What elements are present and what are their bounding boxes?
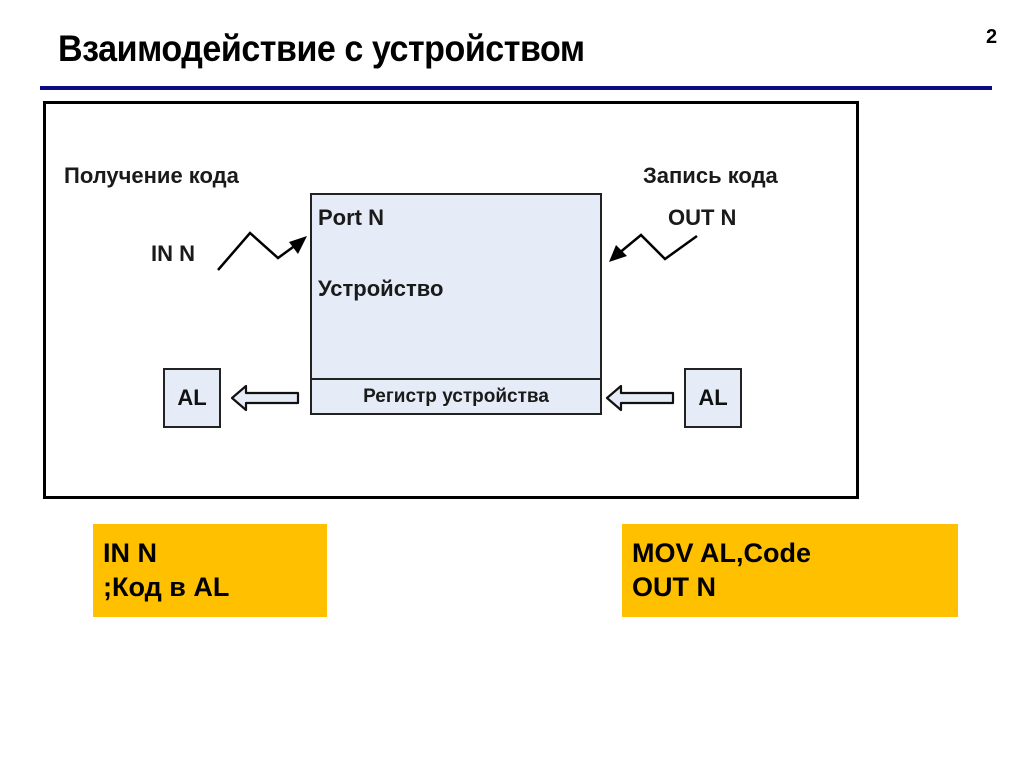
in-instruction-label: IN N <box>151 241 195 266</box>
block-arrow-left-icon <box>230 384 300 412</box>
write-code-heading: Запись кода <box>643 163 778 188</box>
left-al-register: AL <box>163 368 221 428</box>
device-register-label: Регистр устройства <box>363 385 549 407</box>
device-box: Port N Устройство Регистр устройства <box>310 193 602 415</box>
right-al-register: AL <box>684 368 742 428</box>
device-label: Устройство <box>318 276 444 301</box>
out-code-line-1: MOV AL,Code <box>632 538 811 568</box>
out-code-line-2: OUT N <box>632 572 716 602</box>
port-label: Port N <box>318 205 384 230</box>
slide-title: Взаимодействие с устройством <box>58 28 585 69</box>
left-al-label: AL <box>177 385 207 410</box>
out-code-box: MOV AL,Code OUT N <box>622 524 958 617</box>
receive-code-heading: Получение кода <box>64 163 239 188</box>
zigzag-arrow-right-icon <box>217 231 307 271</box>
out-instruction-label: OUT N <box>668 205 737 230</box>
in-code-box: IN N ;Код в AL <box>93 524 327 617</box>
page-number: 2 <box>986 26 998 48</box>
block-arrow-left-icon <box>605 384 675 412</box>
in-code-line-1: IN N <box>103 538 157 568</box>
in-code-line-2: ;Код в AL <box>103 572 230 602</box>
right-al-label: AL <box>698 385 728 410</box>
zigzag-arrow-left-icon <box>609 233 698 262</box>
device-register: Регистр устройства <box>312 378 600 413</box>
title-divider <box>40 86 992 90</box>
